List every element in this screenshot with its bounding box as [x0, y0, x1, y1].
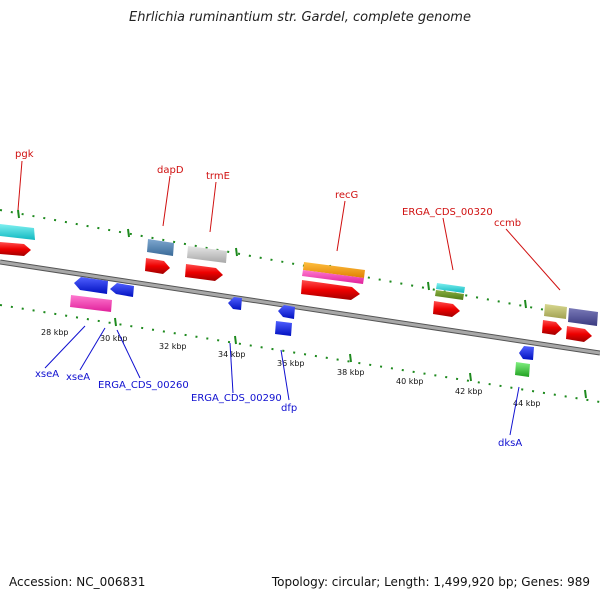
- map-title: Ehrlichia ruminantium str. Gardel, compl…: [129, 10, 471, 25]
- gene-arrow-reverse[interactable]: [275, 321, 292, 336]
- gene-arrow-reverse[interactable]: [74, 277, 108, 294]
- feature-block[interactable]: [568, 308, 598, 326]
- bottom-gene-labels: xseA xseA ERGA_CDS_00260 ERGA_CDS_00290 …: [35, 369, 522, 449]
- tick-label: 42 kbp: [455, 387, 483, 396]
- gene-label-xseA[interactable]: xseA: [66, 372, 90, 383]
- gene-label-ccmb[interactable]: ccmb: [494, 218, 521, 229]
- forward-features[interactable]: [0, 224, 598, 326]
- tick-label: 32 kbp: [159, 342, 187, 351]
- gene-label-trmE[interactable]: trmE: [206, 171, 230, 182]
- scale-labels: 28 kbp 30 kbp 32 kbp 34 kbp 36 kbp 38 kb…: [41, 328, 541, 408]
- gene-arrow[interactable]: [566, 326, 592, 342]
- tick-label: 30 kbp: [100, 334, 128, 343]
- feature-block[interactable]: [436, 283, 465, 293]
- tick-label: 44 kbp: [513, 399, 541, 408]
- gene-arrow[interactable]: [542, 320, 562, 335]
- feature-block[interactable]: [302, 270, 364, 284]
- gene-arrow-reverse[interactable]: [110, 283, 134, 297]
- tick-label: 38 kbp: [337, 368, 365, 377]
- gene-label-recG[interactable]: recG: [335, 190, 358, 201]
- gene-arrow[interactable]: [433, 301, 460, 317]
- feature-block[interactable]: [147, 239, 174, 256]
- feature-block[interactable]: [187, 246, 227, 263]
- gene-label-erga-cds-00320[interactable]: ERGA_CDS_00320: [402, 207, 493, 218]
- gene-label-pgk[interactable]: pgk: [15, 149, 34, 160]
- feature-block[interactable]: [70, 295, 112, 312]
- gene-label-erga-cds-00290[interactable]: ERGA_CDS_00290: [191, 393, 282, 404]
- gene-label-dfp[interactable]: dfp: [281, 403, 297, 414]
- feature-block[interactable]: [435, 290, 464, 300]
- lower-dotted-track: [0, 304, 600, 403]
- tick-label: 28 kbp: [41, 328, 69, 337]
- feature-block[interactable]: [303, 262, 365, 278]
- tick-label: 40 kbp: [396, 377, 424, 386]
- top-gene-labels: pgk dapD trmE recG ERGA_CDS_00320 ccmb: [15, 149, 521, 229]
- gene-arrow-reverse[interactable]: [228, 297, 242, 310]
- leader-lines: [17, 160, 561, 436]
- gene-arrow-reverse[interactable]: [278, 305, 295, 319]
- tick-label: 34 kbp: [218, 350, 246, 359]
- genome-summary-text: Topology: circular; Length: 1,499,920 bp…: [271, 575, 590, 589]
- gene-label-dapD[interactable]: dapD: [157, 165, 184, 176]
- feature-block[interactable]: [544, 304, 567, 319]
- gene-arrow[interactable]: [301, 280, 360, 300]
- gene-label-xseA[interactable]: xseA: [35, 369, 59, 380]
- forward-genes[interactable]: [0, 242, 592, 342]
- feature-block[interactable]: [0, 224, 35, 240]
- feature-block[interactable]: [515, 362, 530, 377]
- gene-arrow[interactable]: [185, 264, 223, 281]
- genome-backbone: [0, 259, 600, 356]
- gene-label-erga-cds-00260[interactable]: ERGA_CDS_00260: [98, 380, 189, 391]
- tick-label: 36 kbp: [277, 359, 305, 368]
- gene-arrow[interactable]: [145, 258, 170, 274]
- gene-arrow[interactable]: [0, 242, 31, 256]
- gene-label-dksA[interactable]: dksA: [498, 438, 522, 449]
- accession-text: Accession: NC_006831: [9, 575, 146, 589]
- gene-arrow-reverse[interactable]: [519, 346, 534, 360]
- reverse-genes[interactable]: [70, 277, 534, 377]
